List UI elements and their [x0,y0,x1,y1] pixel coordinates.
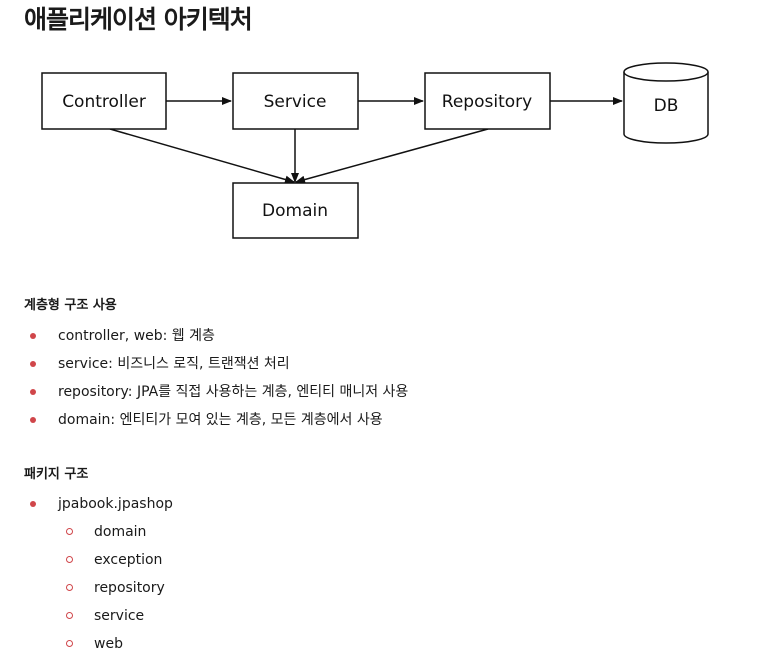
package-root-list: jpabook.jpashop [0,490,173,518]
package-name: domain [94,524,147,540]
list-item: web [0,630,165,658]
list-item: repository: JPA를 직접 사용하는 계층, 엔티티 매니저 사용 [0,378,408,406]
package-root: jpabook.jpashop [58,496,173,512]
list-item: service: 비즈니스 로직, 트랜잭션 처리 [0,350,408,378]
controller-label: Controller [62,92,146,112]
hollow-bullet-icon [66,584,73,591]
layers-heading: 계층형 구조 사용 [24,298,117,313]
package-name: repository [94,580,165,596]
list-item-text: domain: 엔티티가 모여 있는 계층, 모든 계층에서 사용 [58,412,383,428]
hollow-bullet-icon [66,556,73,563]
db-cylinder: DB [623,62,709,144]
page-title: 애플리케이션 아키텍처 [24,5,253,34]
repository-to-domain-arrow [295,128,489,184]
package-name: service [94,608,145,624]
list-item: repository [0,574,165,602]
hollow-bullet-icon [66,528,73,535]
bullet-icon [30,333,36,339]
architecture-diagram: Controller Service Repository DB Domain [41,62,709,239]
repository-label: Repository [442,92,532,112]
list-item-text: controller, web: 웹 계층 [58,328,215,344]
domain-box: Domain [232,182,359,239]
list-item-text: service: 비즈니스 로직, 트랜잭션 처리 [58,356,290,372]
list-item: controller, web: 웹 계층 [0,322,408,350]
list-item: domain: 엔티티가 모여 있는 계층, 모든 계층에서 사용 [0,406,408,434]
service-box: Service [232,72,359,130]
packages-heading: 패키지 구조 [24,467,89,482]
bullet-icon [30,389,36,395]
hollow-bullet-icon [66,612,73,619]
list-item: jpabook.jpashop [0,490,173,518]
package-name: web [94,636,123,652]
controller-to-domain-arrow [109,128,295,184]
bullet-icon [30,417,36,423]
package-name: exception [94,552,163,568]
db-label: DB [654,96,679,116]
layers-list: controller, web: 웹 계층 service: 비즈니스 로직, … [0,322,408,434]
list-item-text: repository: JPA를 직접 사용하는 계층, 엔티티 매니저 사용 [58,384,409,400]
package-children-list: domain exception repository service web [0,518,165,658]
bullet-icon [30,501,36,507]
repository-box: Repository [424,72,551,130]
list-item: domain [0,518,165,546]
list-item: exception [0,546,165,574]
bullet-icon [30,361,36,367]
controller-box: Controller [41,72,167,130]
service-label: Service [264,92,327,112]
hollow-bullet-icon [66,640,73,647]
list-item: service [0,602,165,630]
domain-label: Domain [262,201,328,221]
